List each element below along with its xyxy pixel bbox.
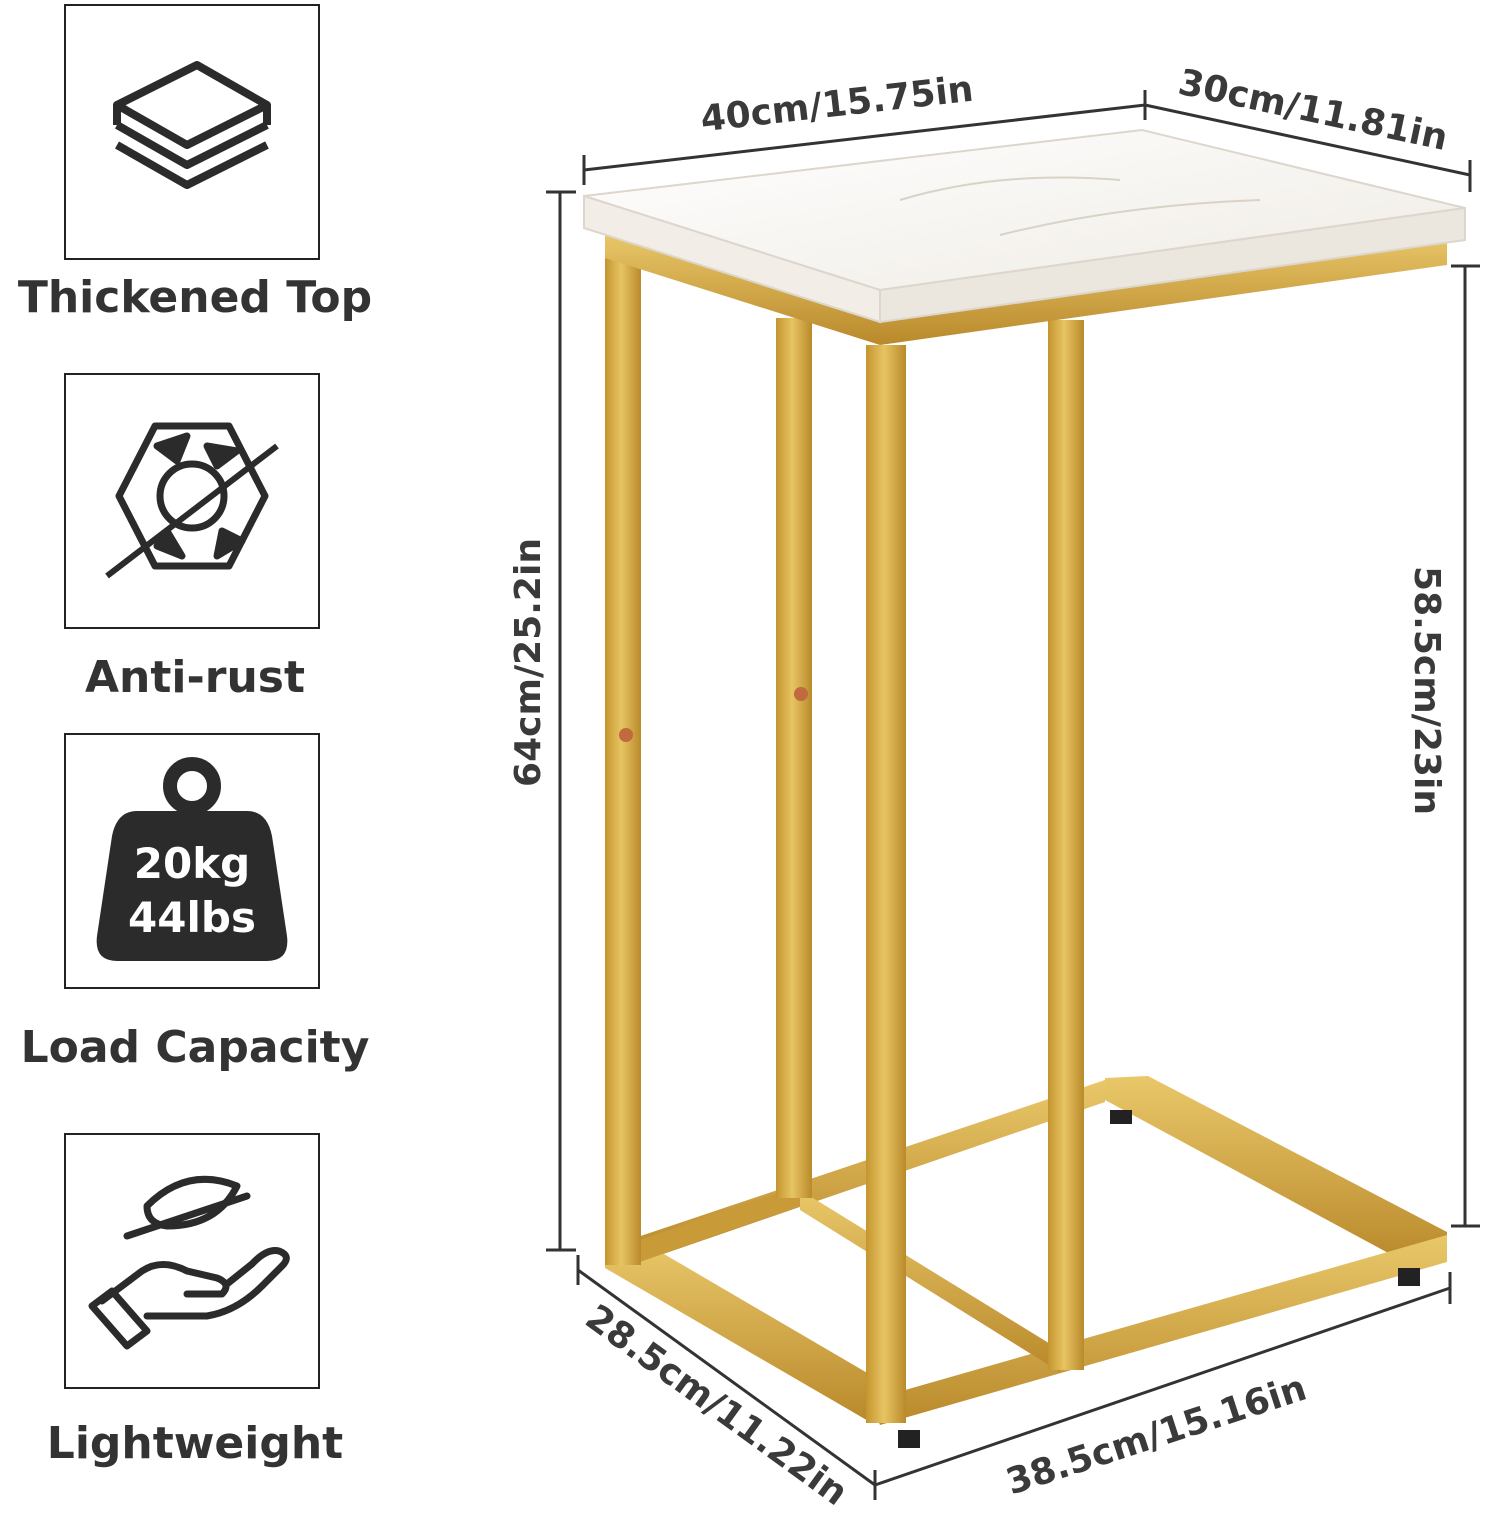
dimension-lines <box>546 90 1480 1500</box>
weight-lbs-text: 44lbs <box>128 893 256 942</box>
thickened-top-card <box>64 4 320 260</box>
weight-kg-text: 20kg <box>134 839 250 888</box>
layers-icon <box>113 61 271 189</box>
load-capacity-card: 20kg 44lbs <box>64 733 320 989</box>
dimension-total-height: 64cm/25.2in <box>507 538 549 787</box>
table-apron <box>605 232 1447 345</box>
hand-feather-icon <box>88 1175 290 1350</box>
feature-label-anti-rust: Anti-rust <box>85 652 305 703</box>
feature-label-lightweight: Lightweight <box>46 1418 344 1469</box>
feature-label-thickened-top: Thickened Top <box>17 272 373 323</box>
marble-tabletop <box>583 128 1466 324</box>
table-legs <box>605 245 1084 1423</box>
weight-icon: 20kg 44lbs <box>96 757 288 961</box>
table-base-frame <box>605 1076 1447 1448</box>
lightweight-card <box>64 1133 320 1389</box>
dimension-inner-height: 58.5cm/23in <box>1405 566 1447 815</box>
anti-rust-card <box>64 373 320 629</box>
anti-rust-icon <box>105 422 279 579</box>
feature-label-load-capacity: Load Capacity <box>20 1022 370 1073</box>
